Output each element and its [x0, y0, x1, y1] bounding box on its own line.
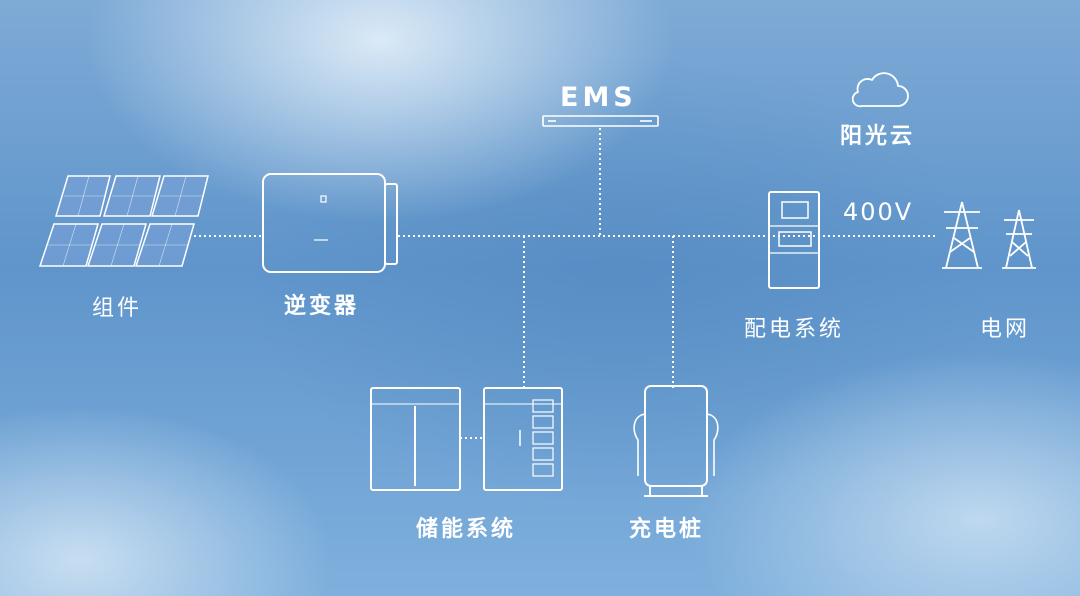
label-charger: 充电桩 [629, 517, 705, 542]
label-ems: EMS [560, 82, 637, 113]
ev-charger-icon [633, 385, 719, 497]
label-inverter: 逆变器 [284, 294, 360, 319]
label-storage: 储能系统 [416, 517, 517, 542]
label-cloud: 阳光云 [840, 124, 916, 149]
label-voltage: 400V [843, 198, 914, 226]
label-components: 组件 [92, 296, 143, 321]
transmission-tower-icon [942, 201, 1036, 269]
connection-lines [194, 128, 938, 439]
label-distribution: 配电系统 [744, 317, 845, 342]
cloud-icon [851, 72, 909, 108]
ems-rack-icon [542, 115, 659, 127]
inverter-icon [262, 173, 398, 273]
distribution-cabinet-icon [768, 191, 820, 289]
battery-cabinet-icon [370, 387, 563, 491]
label-grid: 电网 [980, 317, 1031, 342]
solar-panels-icon [38, 175, 209, 267]
